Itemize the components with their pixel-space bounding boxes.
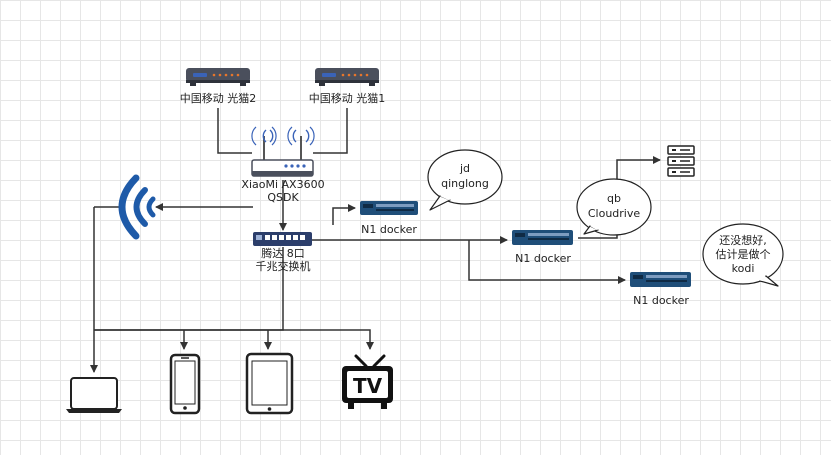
- modem-2[interactable]: [186, 68, 250, 86]
- edge-bus-tablet: [94, 329, 374, 350]
- n1-docker-b-label: N1 docker: [515, 252, 571, 265]
- bubble-kodi: 还没想好, 估计是做个 kodi: [702, 223, 784, 287]
- switch-label-line1: 腾达 8口: [261, 246, 305, 260]
- bubble-qb: qb Cloudrive: [576, 178, 652, 236]
- bubble-kodi-line2: 估计是做个: [716, 247, 771, 261]
- n1-docker-c[interactable]: [630, 272, 691, 287]
- tv-icon: TV: [342, 354, 393, 409]
- antenna-left-icon: [251, 126, 277, 160]
- edge-modem2-router: [217, 108, 252, 154]
- tv-label: TV: [353, 374, 383, 398]
- edge-switch-n1a: [332, 204, 356, 225]
- bubble-kodi-line3: kodi: [732, 262, 755, 275]
- bubble-qb-line1: qb: [607, 192, 621, 205]
- switch-label-line2: 千兆交换机: [256, 259, 311, 273]
- bubble-kodi-line1: 还没想好,: [719, 233, 767, 247]
- edge-modem1-router: [313, 108, 348, 154]
- bubble-qb-line2: Cloudrive: [588, 207, 641, 220]
- edge-branch-n1c: [468, 240, 626, 284]
- antenna-right-icon: [287, 126, 315, 160]
- tablet-icon: [245, 352, 294, 415]
- server-icon: [667, 145, 695, 177]
- laptop-icon: [66, 377, 122, 413]
- modem-2-label: 中国移动 光猫2: [180, 91, 257, 105]
- n1-docker-a-label: N1 docker: [361, 223, 417, 236]
- modem-1[interactable]: [315, 68, 379, 86]
- router-label-line1: XiaoMi AX3600: [241, 178, 324, 191]
- n1-docker-b[interactable]: [512, 230, 573, 245]
- router[interactable]: [251, 126, 315, 177]
- n1-docker-a[interactable]: [360, 201, 418, 215]
- bubble-jd-line2: qinglong: [441, 177, 489, 190]
- n1-docker-c-label: N1 docker: [633, 294, 689, 307]
- modem-1-label: 中国移动 光猫1: [309, 91, 386, 105]
- router-label-line2: QSDK: [267, 191, 299, 204]
- bubble-jd-line1: jd: [459, 162, 470, 175]
- switch[interactable]: [253, 232, 312, 246]
- phone-icon: [169, 353, 201, 415]
- bubble-jd: jd qinglong: [427, 149, 503, 211]
- wifi-icon: [118, 174, 156, 240]
